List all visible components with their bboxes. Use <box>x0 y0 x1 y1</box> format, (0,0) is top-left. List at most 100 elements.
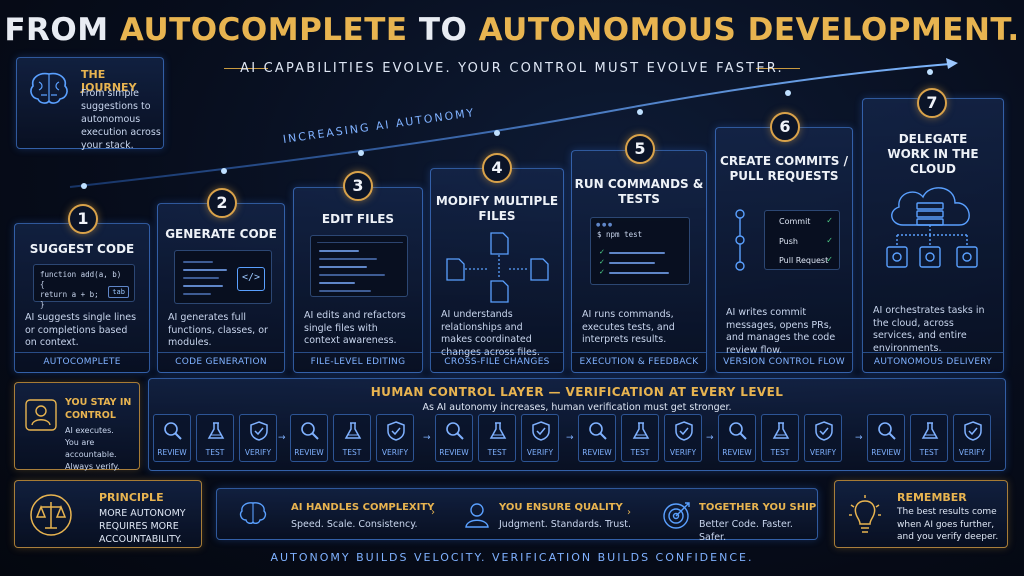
step-title: CREATE COMMITS / PULL REQUESTS <box>720 154 848 183</box>
step-number-4: 4 <box>482 153 512 183</box>
step-number-7: 7 <box>917 88 947 118</box>
flow-arrow-icon: → <box>855 433 863 443</box>
magnifier-icon <box>878 422 896 440</box>
control-line: Always verify. <box>65 462 120 471</box>
pillar-title: YOU ENSURE QUALITY <box>499 502 623 513</box>
verify-label: VERIFY <box>244 448 272 457</box>
pillar-title: TOGETHER YOU SHIP <box>699 502 817 513</box>
brain-icon <box>239 502 267 525</box>
principle-panel: PRINCIPLE MORE AUTONOMY REQUIRES MORE AC… <box>14 480 202 548</box>
verify-step-4: VERIFY <box>664 414 702 462</box>
review-step-5: REVIEW <box>718 414 756 462</box>
chevron-right-icon: › <box>431 507 435 518</box>
step-footer: VERSION CONTROL FLOW <box>716 352 852 372</box>
step-footer: AUTONOMOUS DELIVERY <box>863 352 1003 372</box>
review-step-4: REVIEW <box>578 414 616 462</box>
review-label: REVIEW <box>294 448 324 457</box>
shield-check-icon <box>964 421 982 441</box>
verify-step-2: VERIFY <box>376 414 414 462</box>
magnifier-icon <box>729 422 747 440</box>
control-line: AI executes. <box>65 426 114 435</box>
pillar-title: AI HANDLES COMPLEXITY <box>291 502 435 513</box>
verify-step-5: VERIFY <box>804 414 842 462</box>
git-step-push: Push <box>779 237 798 246</box>
target-icon <box>663 502 690 529</box>
magnifier-icon <box>301 422 319 440</box>
test-step-3: TEST <box>478 414 516 462</box>
remember-title: REMEMBER <box>897 491 967 504</box>
control-layer-subtitle: As AI autonomy increases, human verifica… <box>422 402 732 413</box>
stay-in-control-title: YOU STAY IN CONTROL <box>65 397 132 421</box>
step-title: SUGGEST CODE <box>29 242 135 256</box>
flask-icon <box>207 422 225 439</box>
step-number-5: 5 <box>625 134 655 164</box>
person-icon <box>25 399 57 431</box>
page-title: FROM AUTOCOMPLETE TO AUTONOMOUS DEVELOPM… <box>4 12 1020 48</box>
step-title: GENERATE CODE <box>165 227 277 241</box>
terminal-window: ● ● ● $ npm test ✓ ✓ ✓ <box>590 217 690 285</box>
flow-arrow-icon: → <box>278 433 286 443</box>
step-title: EDIT FILES <box>321 212 395 226</box>
verify-label: VERIFY <box>809 448 837 457</box>
step-number-2: 2 <box>207 188 237 218</box>
review-label: REVIEW <box>439 448 469 457</box>
file-network-icon <box>446 232 549 303</box>
review-step-1: REVIEW <box>153 414 191 462</box>
autocomplete-snippet: function add(a, b) { return a + b; } tab <box>33 264 135 309</box>
test-step-4: TEST <box>621 414 659 462</box>
flow-arrow-icon: → <box>566 433 574 443</box>
step-footer: FILE-LEVEL EDITING <box>294 352 422 372</box>
shield-check-icon <box>387 421 405 441</box>
shield-check-icon <box>250 421 268 441</box>
pillar-text: Better Code. Faster. Safer. <box>699 519 793 543</box>
test-label: TEST <box>630 448 650 457</box>
remember-panel: REMEMBER The best results come when AI g… <box>834 480 1008 548</box>
tab-key-badge: tab <box>108 286 129 298</box>
cloud-icon <box>886 187 978 268</box>
stay-in-control-text: AI executes. You are accountable. Always… <box>65 425 139 473</box>
terminal-command: $ npm test <box>597 230 643 239</box>
code-line: } <box>40 300 45 309</box>
code-brackets-icon: </> <box>174 250 272 304</box>
shield-check-icon <box>815 421 833 441</box>
review-label: REVIEW <box>871 448 901 457</box>
review-label: REVIEW <box>722 448 752 457</box>
step-card-3: EDIT FILES AI edits and refactors single… <box>293 187 423 373</box>
magnifier-icon <box>164 422 182 440</box>
step-description: AI writes commit messages, opens PRs, an… <box>726 307 836 356</box>
git-branch-icon <box>735 209 745 271</box>
test-label: TEST <box>770 448 790 457</box>
verify-label: VERIFY <box>669 448 697 457</box>
step-footer: EXECUTION & FEEDBACK <box>572 352 706 372</box>
step-card-6: CREATE COMMITS / PULL REQUESTS Commit✓ P… <box>715 127 853 373</box>
verify-label: VERIFY <box>526 448 554 457</box>
page-subtitle: AI CAPABILITIES EVOLVE. YOUR CONTROL MUS… <box>240 61 784 76</box>
journey-text: From simple suggestions to autonomous ex… <box>81 88 161 151</box>
test-label: TEST <box>919 448 939 457</box>
step-card-1: SUGGEST CODE function add(a, b) { return… <box>14 223 150 373</box>
shield-check-icon <box>675 421 693 441</box>
person-icon <box>465 503 489 528</box>
pillars-panel: AI HANDLES COMPLEXITY Speed. Scale. Cons… <box>216 488 818 543</box>
step-description: AI understands relationships and makes c… <box>441 309 540 358</box>
verify-step-1: VERIFY <box>239 414 277 462</box>
step-footer: CROSS-FILE CHANGES <box>431 352 563 372</box>
magnifier-icon <box>446 422 464 440</box>
step-description: AI suggests single lines or completions … <box>25 312 137 348</box>
flask-icon <box>344 422 362 439</box>
step-number-3: 3 <box>343 171 373 201</box>
code-line: function add(a, b) { <box>40 270 122 289</box>
test-label: TEST <box>342 448 362 457</box>
review-step-3: REVIEW <box>435 414 473 462</box>
step-description: AI runs commands, executes tests, and in… <box>582 309 675 345</box>
git-steps-list: Commit✓ Push✓ Pull Request✓ <box>764 210 840 270</box>
test-step-6: TEST <box>910 414 948 462</box>
step-title: DELEGATE WORK IN THE CLOUD <box>887 132 979 176</box>
git-step-commit: Commit <box>779 217 811 226</box>
step-footer: CODE GENERATION <box>158 352 284 372</box>
step-description: AI generates full functions, classes, or… <box>168 312 268 348</box>
step-footer: AUTOCOMPLETE <box>15 352 149 372</box>
verify-label: VERIFY <box>381 448 409 457</box>
brain-icon <box>30 72 68 104</box>
verify-step-3: VERIFY <box>521 414 559 462</box>
